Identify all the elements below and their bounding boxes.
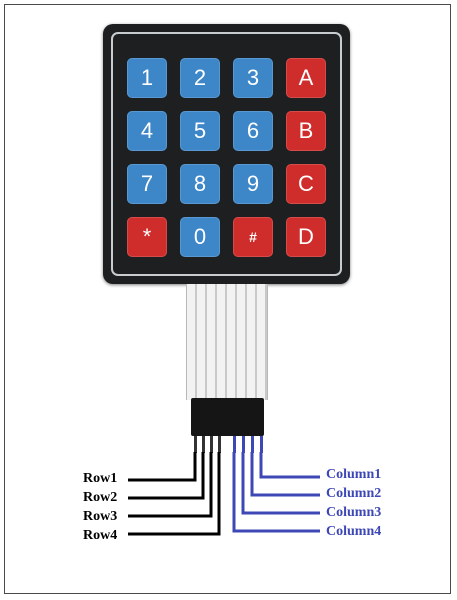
key-a[interactable]: A	[286, 58, 326, 98]
column2-wire	[250, 452, 320, 497]
row3-label: Row3	[83, 509, 118, 524]
row4-label: Row4	[83, 528, 118, 543]
column3-wire	[241, 452, 320, 515]
column1-label: Column1	[326, 467, 382, 482]
keypad-border	[111, 32, 342, 276]
column1-wire	[259, 452, 320, 479]
key-grid: 1 2 3 A 4 5 6 B 7 8 9 C * 0 # D	[127, 58, 326, 257]
pin	[260, 436, 263, 453]
connector-pins	[194, 436, 263, 453]
pin	[202, 436, 205, 453]
pin-connector	[191, 398, 264, 436]
row2-label: Row2	[83, 490, 118, 505]
key-hash[interactable]: #	[233, 217, 273, 257]
key-c[interactable]: C	[286, 164, 326, 204]
row-wires	[128, 452, 221, 536]
pin	[210, 436, 213, 453]
key-6[interactable]: 6	[233, 111, 273, 151]
ribbon-cable	[186, 284, 268, 400]
key-5[interactable]: 5	[180, 111, 220, 151]
row3-wire	[128, 452, 213, 518]
column3-label: Column3	[326, 505, 382, 520]
column4-wire	[232, 452, 320, 533]
key-4[interactable]: 4	[127, 111, 167, 151]
pin	[194, 436, 197, 453]
row2-wire	[128, 452, 205, 500]
key-9[interactable]: 9	[233, 164, 273, 204]
key-7[interactable]: 7	[127, 164, 167, 204]
key-b[interactable]: B	[286, 111, 326, 151]
key-2[interactable]: 2	[180, 58, 220, 98]
row4-wire	[128, 452, 221, 536]
column-wires	[232, 452, 320, 533]
row1-label: Row1	[83, 471, 118, 486]
pin	[251, 436, 254, 453]
key-0[interactable]: 0	[180, 217, 220, 257]
membrane-keypad: 1 2 3 A 4 5 6 B 7 8 9 C * 0 # D	[103, 24, 350, 284]
key-3[interactable]: 3	[233, 58, 273, 98]
row1-wire	[128, 452, 197, 482]
pin	[233, 436, 236, 453]
column2-label: Column2	[326, 486, 382, 501]
pin	[218, 436, 221, 453]
key-d[interactable]: D	[286, 217, 326, 257]
key-star[interactable]: *	[127, 217, 167, 257]
key-1[interactable]: 1	[127, 58, 167, 98]
column4-label: Column4	[326, 524, 382, 539]
key-8[interactable]: 8	[180, 164, 220, 204]
pin	[242, 436, 245, 453]
